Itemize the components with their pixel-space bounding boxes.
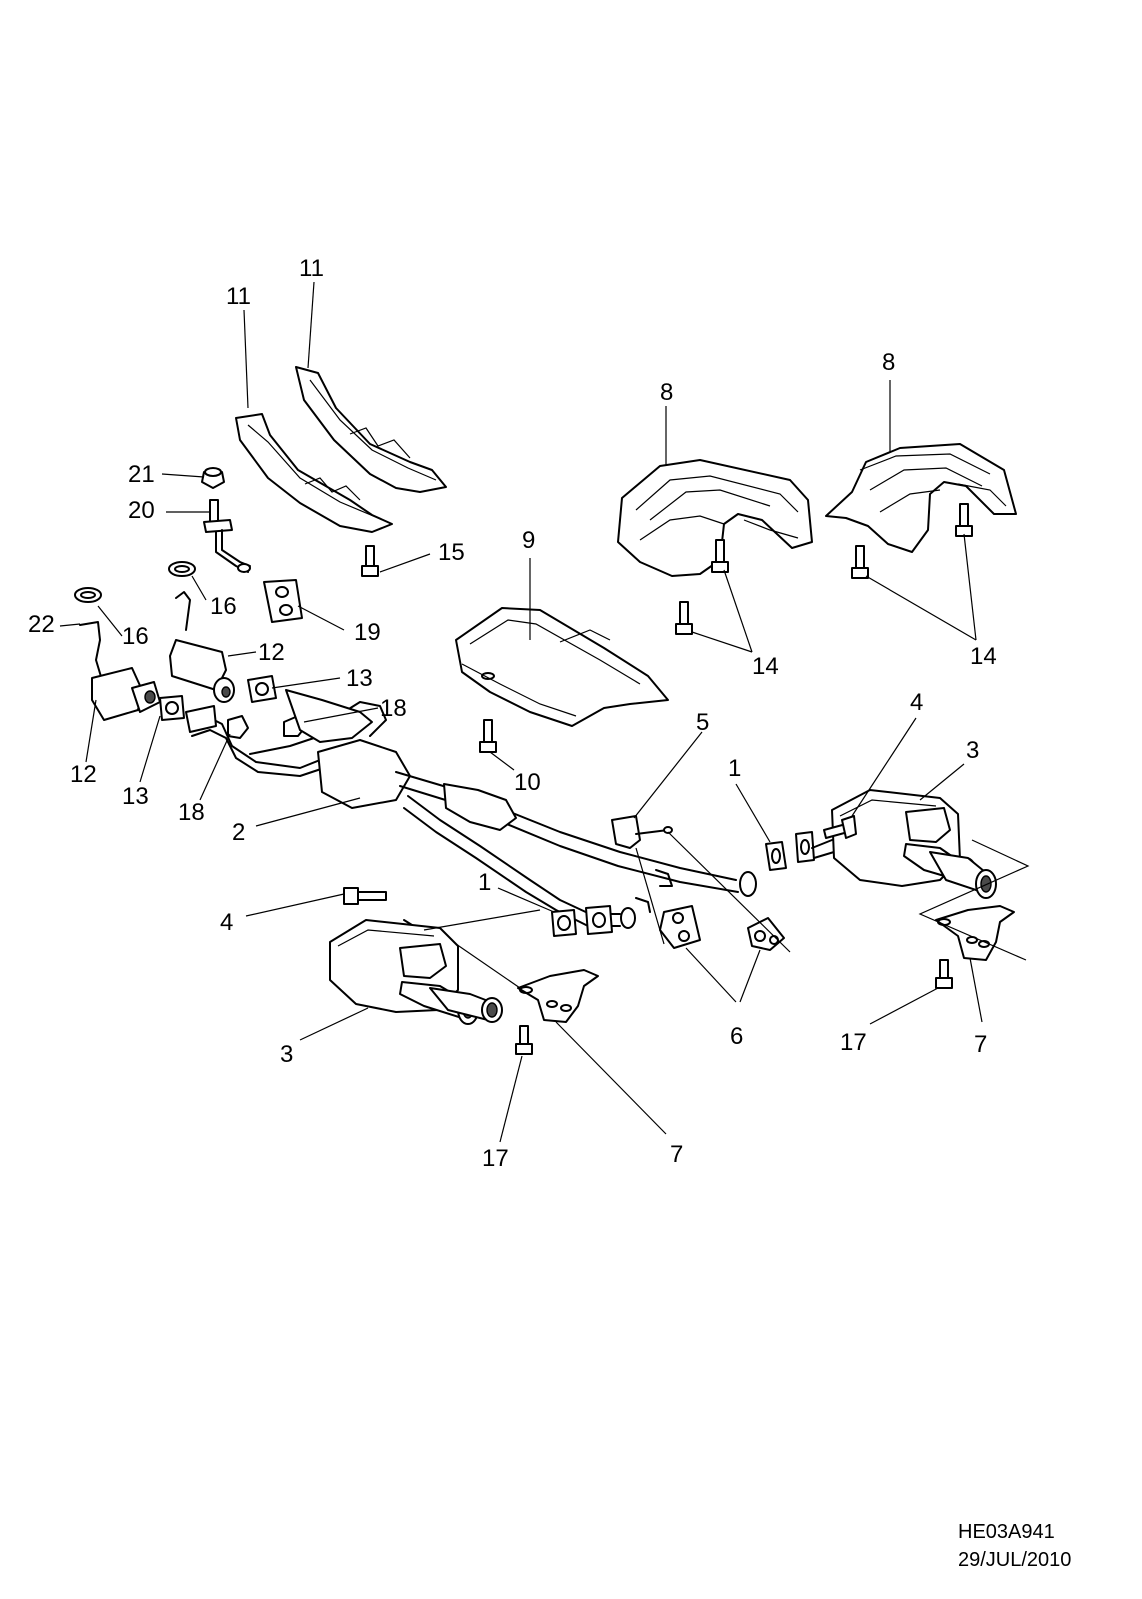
heat-shield-11-left — [235, 413, 393, 533]
bolt-14-a — [675, 601, 693, 635]
clamp-1-right — [795, 831, 815, 863]
callout-1-b: 1 — [478, 869, 491, 896]
bolt-14-d — [955, 503, 973, 537]
callout-9: 9 — [522, 527, 535, 554]
callout-3-b: 3 — [280, 1041, 293, 1068]
callout-22: 22 — [28, 611, 55, 638]
rubber-mount-6-a — [659, 905, 701, 949]
catalytic-converter-12-upper — [169, 591, 235, 703]
callout-13-a: 13 — [346, 665, 373, 692]
callout-17-a: 17 — [840, 1029, 867, 1056]
rear-silencer-3-left — [329, 919, 503, 1025]
callout-13-b: 13 — [122, 783, 149, 810]
callout-21: 21 — [128, 461, 155, 488]
callout-6: 6 — [730, 1023, 743, 1050]
heat-shield-9 — [455, 607, 669, 727]
callout-10: 10 — [514, 769, 541, 796]
callout-2: 2 — [232, 819, 245, 846]
bracket-7-left — [517, 969, 599, 1023]
callout-17-b: 17 — [482, 1145, 509, 1172]
hanger-bracket-5 — [611, 815, 673, 849]
callout-4-b: 4 — [220, 909, 233, 936]
bolt-4-right — [823, 815, 857, 839]
gasket-1-right — [765, 841, 787, 871]
nut-21 — [201, 467, 225, 489]
callout-14-b: 14 — [970, 643, 997, 670]
bracket-7-right — [935, 905, 1015, 961]
callout-14-a: 14 — [752, 653, 779, 680]
drawing-date: 29/JUL/2010 — [958, 1549, 1071, 1571]
callout-11-b: 11 — [299, 255, 324, 282]
callout-8-a: 8 — [660, 379, 673, 406]
callout-19: 19 — [354, 619, 381, 646]
callout-7-a: 7 — [974, 1031, 987, 1058]
callout-7-b: 7 — [670, 1141, 683, 1168]
heat-shield-11-right — [295, 366, 447, 493]
stud-20-pipe — [203, 499, 251, 573]
callout-4-a: 4 — [910, 689, 923, 716]
gasket-1-left — [551, 909, 577, 937]
rubber-mount-19 — [263, 579, 303, 623]
nut-18-b — [227, 715, 249, 739]
bolt-15 — [361, 545, 379, 577]
callout-12-a: 12 — [258, 639, 285, 666]
callout-18-a: 18 — [380, 695, 407, 722]
callout-16-b: 16 — [122, 623, 149, 650]
gasket-16-a — [168, 561, 196, 577]
bolt-14-b — [711, 539, 729, 573]
heat-shield-8-left — [617, 459, 813, 577]
leader-lines — [59, 281, 1030, 1143]
gasket-13-b — [159, 695, 185, 721]
bolt-14-c — [851, 545, 869, 579]
callout-12-b: 12 — [70, 761, 97, 788]
bolt-17-right — [935, 959, 953, 989]
callout-20: 20 — [128, 497, 155, 524]
rear-silencer-3-right — [811, 789, 997, 899]
callout-8-b: 8 — [882, 349, 895, 376]
rubber-mount-6-b — [747, 917, 785, 951]
drawing-reference: HE03A941 — [958, 1521, 1055, 1543]
bolt-17-left — [515, 1025, 533, 1055]
gasket-13-a — [247, 675, 277, 703]
callout-11-a: 11 — [226, 283, 251, 310]
footer: HE03A941 29/JUL/2010 — [958, 1521, 1071, 1571]
bolt-10 — [479, 719, 497, 753]
callout-1-a: 1 — [728, 755, 741, 782]
callout-16-a: 16 — [210, 593, 237, 620]
callout-3-a: 3 — [966, 737, 979, 764]
callout-labels: 11 11 21 20 15 16 19 16 22 12 13 18 12 1… — [28, 255, 997, 1172]
front-pipe-assembly-2 — [185, 689, 757, 929]
clamp-1-left — [585, 905, 613, 935]
heat-shield-8-right — [825, 443, 1017, 553]
callout-15: 15 — [438, 539, 465, 566]
callout-5: 5 — [696, 709, 709, 736]
gasket-16-b — [74, 587, 102, 603]
callout-18-b: 18 — [178, 799, 205, 826]
bolt-4-left — [343, 887, 387, 905]
